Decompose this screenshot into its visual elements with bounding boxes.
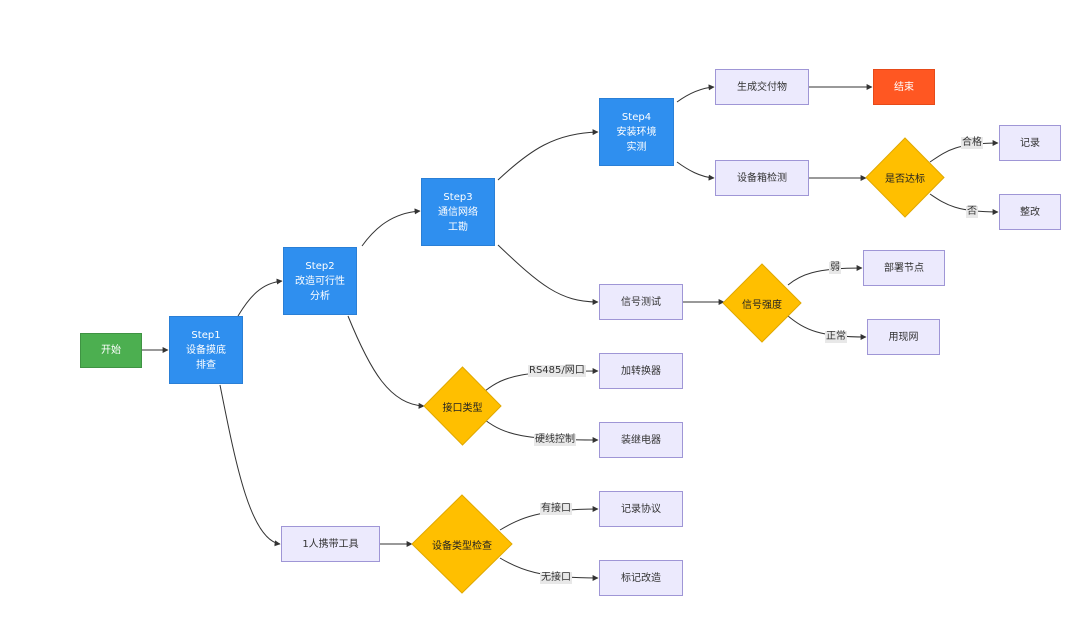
edge-label-pass: 合格	[961, 137, 983, 149]
qualified-decision: 是否达标	[865, 137, 945, 218]
edge-label-fail: 否	[966, 206, 978, 218]
use-existing-network-node: 用现网	[867, 319, 940, 355]
record-node: 记录	[999, 125, 1061, 161]
edge-interfaceq-relay	[484, 419, 599, 443]
edge-deviceq-retrofit	[499, 557, 599, 581]
step3-node: Step3 通信网络 工勘	[421, 178, 495, 246]
interface-type-decision: 接口类型	[423, 366, 502, 446]
edge-step2-interfaceq	[347, 315, 425, 409]
box-check-node: 设备箱检测	[715, 160, 809, 196]
edge-step4-boxcheck	[676, 161, 715, 181]
edge-label-normal: 正常	[825, 331, 847, 343]
edge-signalq-deploy	[787, 265, 863, 286]
add-converter-node: 加转换器	[599, 353, 683, 389]
step1-node: Step1 设备摸底 排查	[169, 316, 243, 384]
signal-strength-decision: 信号强度	[722, 263, 802, 343]
qualified-decision-label: 是否达标	[885, 174, 925, 185]
record-protocol-node: 记录协议	[599, 491, 683, 527]
start-node: 开始	[80, 333, 142, 368]
edge-deviceq-protocol	[499, 506, 599, 531]
tools-node: 1人携带工具	[281, 526, 380, 562]
install-relay-node: 装继电器	[599, 422, 683, 458]
deliverable-node: 生成交付物	[715, 69, 809, 105]
interface-type-decision-label: 接口类型	[442, 402, 483, 414]
edge-qualified-record	[929, 140, 999, 163]
device-type-decision: 设备类型检查	[411, 494, 513, 594]
rectify-node: 整改	[999, 194, 1061, 230]
device-type-decision-label: 设备类型检查	[432, 540, 492, 552]
edge-step1-step2	[237, 278, 283, 317]
edge-step3-signaltest	[497, 244, 599, 305]
edge-step4-deliver	[676, 84, 715, 103]
edge-step3-step4	[497, 129, 599, 181]
edge-signalq-existing	[787, 315, 867, 340]
mark-retrofit-node: 标记改造	[599, 560, 683, 596]
edge-label-weak: 弱	[829, 262, 841, 274]
edge-label-rs485: RS485/网口	[528, 365, 586, 377]
signal-test-node: 信号测试	[599, 284, 683, 320]
deploy-node-box: 部署节点	[863, 250, 945, 286]
end-node: 结束	[873, 69, 935, 105]
step2-node: Step2 改造可行性 分析	[283, 247, 357, 315]
edge-label-has-port: 有接口	[540, 503, 572, 515]
edge-step1-tools	[219, 384, 281, 547]
edge-label-no-port: 无接口	[540, 572, 572, 584]
edge-label-hardwire: 硬线控制	[534, 434, 576, 446]
signal-strength-decision-label: 信号强度	[742, 299, 782, 311]
edge-qualified-rectify	[929, 193, 999, 215]
step4-node: Step4 安装环境 实测	[599, 98, 674, 166]
edge-step2-step3	[361, 208, 421, 247]
